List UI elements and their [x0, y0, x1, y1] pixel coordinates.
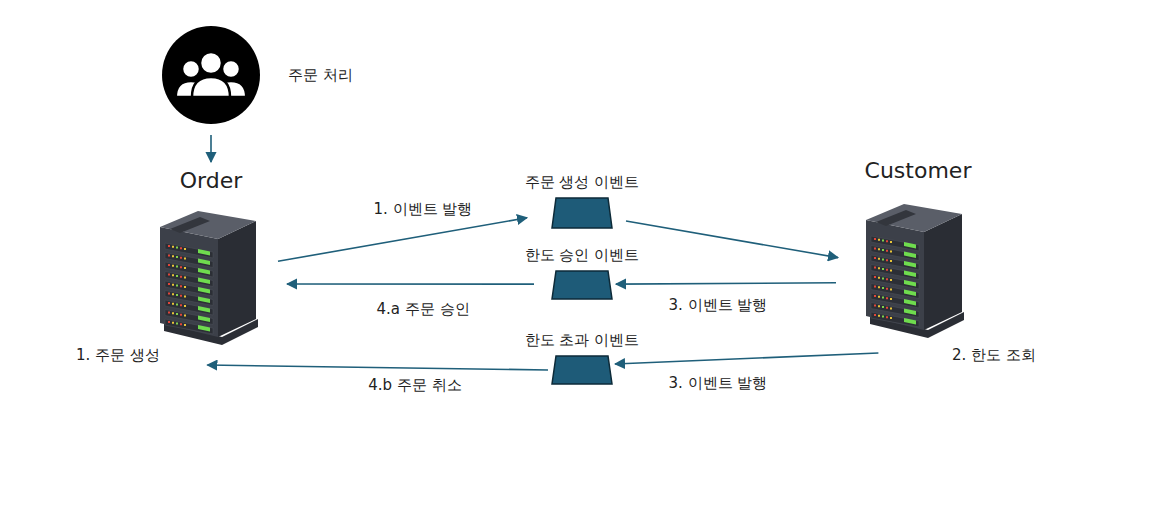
actor-circle: 주문 처리: [161, 25, 261, 125]
server-illustration: [160, 211, 258, 345]
queue-shape: [551, 355, 613, 385]
event-queue: 한도 승인 이벤트: [551, 270, 613, 300]
server-title: Order: [180, 168, 243, 194]
queue-shape: [551, 270, 613, 300]
event-arrow: [626, 221, 838, 258]
edge-label: 4.b 주문 취소: [366, 376, 463, 394]
event-arrow: [287, 283, 534, 285]
edge-label: 3. 이벤트 발행: [667, 374, 770, 392]
event-arrow: [210, 135, 212, 162]
step-label: 2. 한도 조회: [950, 346, 1038, 364]
server-node: Customer: [858, 155, 978, 335]
event-arrow: [615, 353, 878, 364]
actor-icon: [161, 25, 261, 125]
event-queue: 주문 생성 이벤트: [551, 197, 613, 229]
event-name: 한도 초과 이벤트: [525, 331, 640, 349]
edge-label: 4.a 주문 승인: [374, 300, 471, 318]
event-queue: 한도 초과 이벤트: [551, 355, 613, 385]
event-name: 한도 승인 이벤트: [525, 246, 640, 264]
event-name: 주문 생성 이벤트: [525, 173, 640, 191]
event-arrow: [207, 365, 548, 370]
event-arrow: [616, 283, 836, 284]
server-title: Customer: [865, 158, 972, 184]
edge-label: 3. 이벤트 발행: [667, 296, 770, 314]
queue-shape: [551, 197, 613, 229]
edge-label: 1. 이벤트 발행: [372, 200, 475, 218]
step-label: 1. 주문 생성: [74, 346, 162, 364]
server-node: Order: [151, 165, 271, 340]
actor-label: 주문 처리: [288, 66, 353, 84]
event-arrow: [278, 218, 527, 261]
server-illustration: [866, 204, 964, 338]
